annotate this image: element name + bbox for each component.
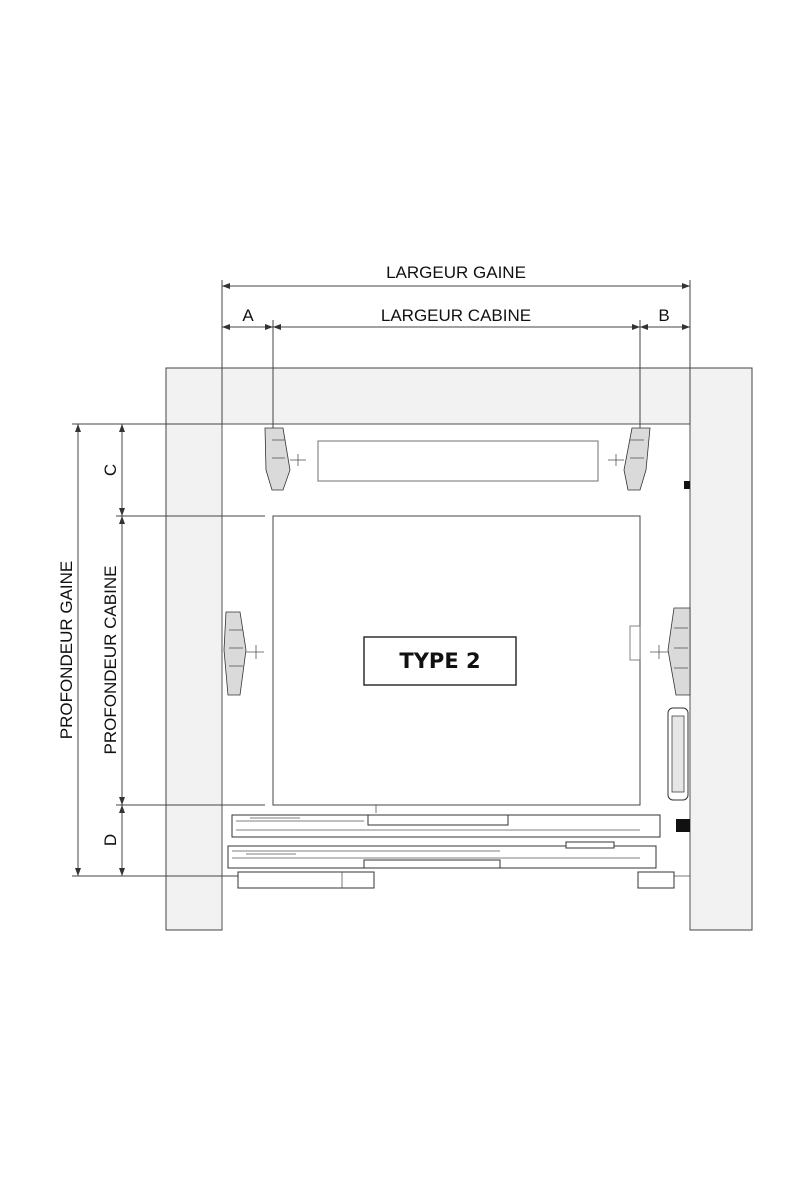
dimension-largeur-gaine: LARGEUR GAINE	[221, 263, 691, 420]
label-profondeur-cabine: PROFONDEUR CABINE	[101, 566, 120, 755]
label-profondeur-gaine: PROFONDEUR GAINE	[57, 561, 76, 740]
label-dim-c: C	[101, 464, 120, 476]
side-device-right	[667, 707, 689, 801]
type-label: TYPE 2	[399, 649, 480, 673]
cabin-rail-right	[650, 607, 691, 696]
label-largeur-gaine: LARGEUR GAINE	[386, 263, 526, 282]
dimension-profondeur-gaine: PROFONDEUR GAINE	[57, 423, 240, 877]
counterweight-rail-left	[264, 427, 306, 491]
anchor-marker-top	[684, 481, 690, 489]
type-box	[363, 636, 517, 686]
wall-right	[689, 367, 753, 931]
label-dim-d: D	[101, 834, 120, 846]
dimension-largeur-cabine: A LARGEUR CABINE B	[222, 306, 690, 440]
cabin: TYPE 2	[272, 515, 641, 806]
wall-left	[165, 367, 223, 931]
label-dim-a: A	[242, 306, 254, 325]
cabin-rail-left	[223, 611, 264, 696]
label-dim-b: B	[658, 306, 669, 325]
wall-top	[221, 367, 691, 425]
counterweight	[317, 440, 599, 482]
landing-doors	[227, 805, 690, 889]
dimension-profondeur-cabine: C PROFONDEUR CABINE D	[101, 424, 265, 876]
anchor-marker-bottom	[676, 819, 690, 832]
label-largeur-cabine: LARGEUR CABINE	[381, 306, 531, 325]
counterweight-rail-right	[608, 427, 651, 491]
